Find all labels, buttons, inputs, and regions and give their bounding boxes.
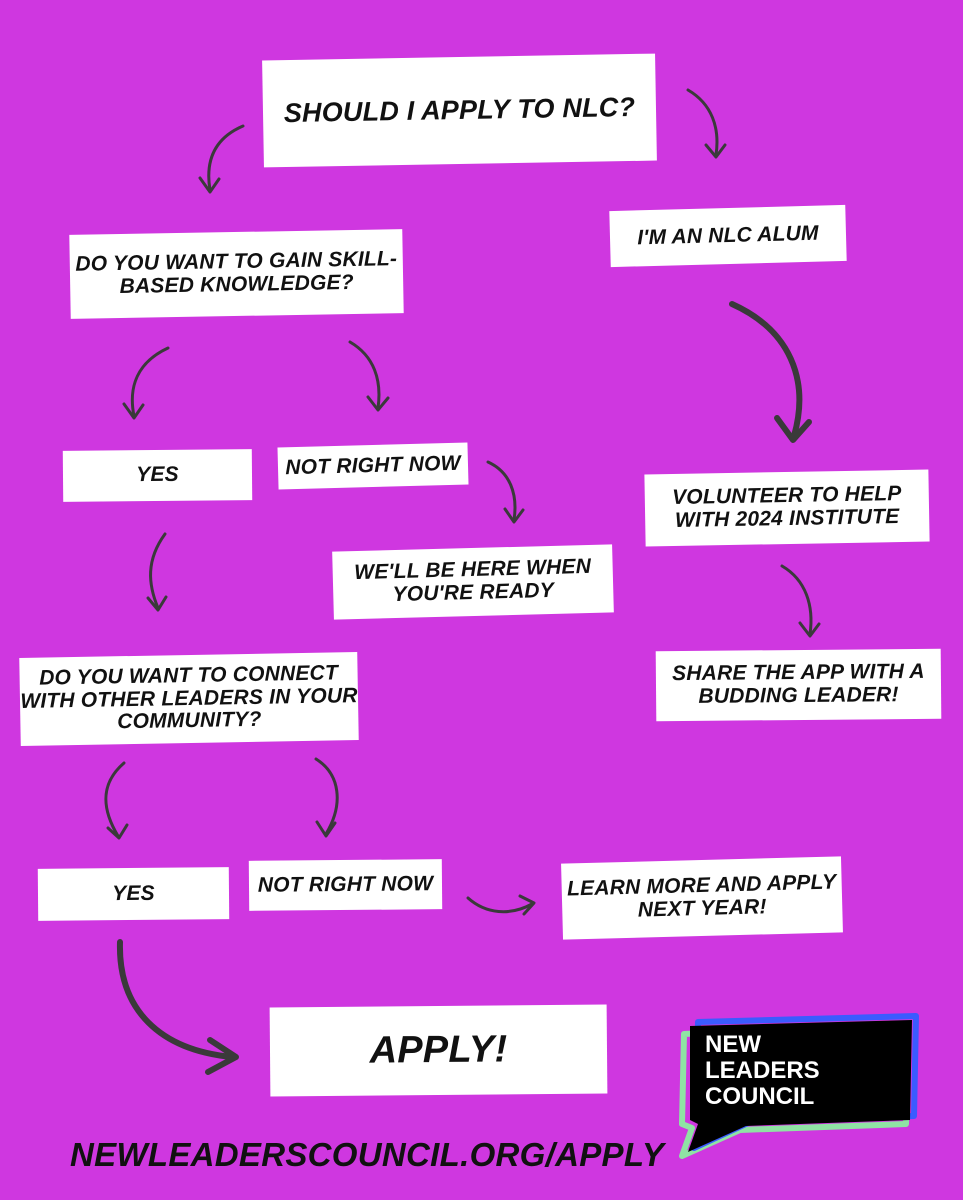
start-question-box: SHOULD I APPLY TO NLC? <box>262 53 657 168</box>
connect-question-box: DO YOU WANT TO CONNECT WITH OTHER LEADER… <box>19 652 359 746</box>
share-box: SHARE THE APP WITH A BUDDING LEADER! <box>655 648 942 722</box>
arrow-start-to-alum <box>686 88 727 159</box>
skills-yes-box: YES <box>62 449 253 502</box>
apply-url[interactable]: NEWLEADERSCOUNCIL.ORG/APPLY <box>70 1136 665 1173</box>
arrow-notnow-to-learnmore <box>466 894 536 916</box>
logo-text: NEW LEADERS COUNCIL <box>705 1032 895 1110</box>
learn-more-label: LEARN MORE AND APPLY NEXT YEAR! <box>566 870 837 922</box>
logo-line-council: COUNCIL <box>705 1082 815 1110</box>
logo-line-leaders: LEADERS <box>705 1056 820 1084</box>
connect-not-now-label: NOT RIGHT NOW <box>257 871 434 897</box>
connect-yes-box: YES <box>37 867 230 921</box>
arrow-volunteer-to-share <box>780 564 821 638</box>
apply-label: APPLY! <box>369 1028 508 1072</box>
arrow-yes-to-connect <box>146 532 168 612</box>
alum-box: I'M AN NLC ALUM <box>609 204 847 268</box>
apply-box: APPLY! <box>269 1004 608 1097</box>
arrow-skills-to-notnow <box>348 340 390 412</box>
arrow-skills-to-yes <box>122 346 170 420</box>
arrow-connect-to-yes <box>104 761 129 840</box>
arrow-yes-to-apply <box>116 939 239 1075</box>
arrow-alum-to-volunteer <box>729 301 812 443</box>
skills-question-box: DO YOU WANT TO GAIN SKILL-BASED KNOWLEDG… <box>69 229 404 319</box>
logo-line-new: NEW <box>705 1031 761 1058</box>
ready-label: WE'LL BE HERE WHEN YOU'RE READY <box>353 555 592 607</box>
connect-not-now-box: NOT RIGHT NOW <box>248 859 443 911</box>
skills-not-now-box: NOT RIGHT NOW <box>277 442 469 490</box>
arrow-start-to-skills <box>198 124 245 194</box>
nlc-logo <box>679 1013 919 1159</box>
skills-question-label: DO YOU WANT TO GAIN SKILL-BASED KNOWLEDG… <box>75 247 398 299</box>
connect-yes-label: YES <box>112 881 155 905</box>
ready-box: WE'LL BE HERE WHEN YOU'RE READY <box>332 544 614 620</box>
start-question-label: SHOULD I APPLY TO NLC? <box>283 91 636 128</box>
arrow-notnow-to-ready <box>486 460 525 524</box>
share-label: SHARE THE APP WITH A BUDDING LEADER! <box>672 660 925 708</box>
skills-not-now-label: NOT RIGHT NOW <box>285 451 461 479</box>
skills-yes-label: YES <box>136 462 179 487</box>
volunteer-label: VOLUNTEER TO HELP WITH 2024 INSTITUTE <box>671 482 902 532</box>
connect-question-label: DO YOU WANT TO CONNECT WITH OTHER LEADER… <box>20 661 358 734</box>
volunteer-box: VOLUNTEER TO HELP WITH 2024 INSTITUTE <box>644 469 930 547</box>
alum-label: I'M AN NLC ALUM <box>636 221 819 250</box>
logo-shape <box>688 1020 912 1152</box>
arrow-connect-to-notnow <box>314 757 339 838</box>
learn-more-box: LEARN MORE AND APPLY NEXT YEAR! <box>561 856 843 940</box>
